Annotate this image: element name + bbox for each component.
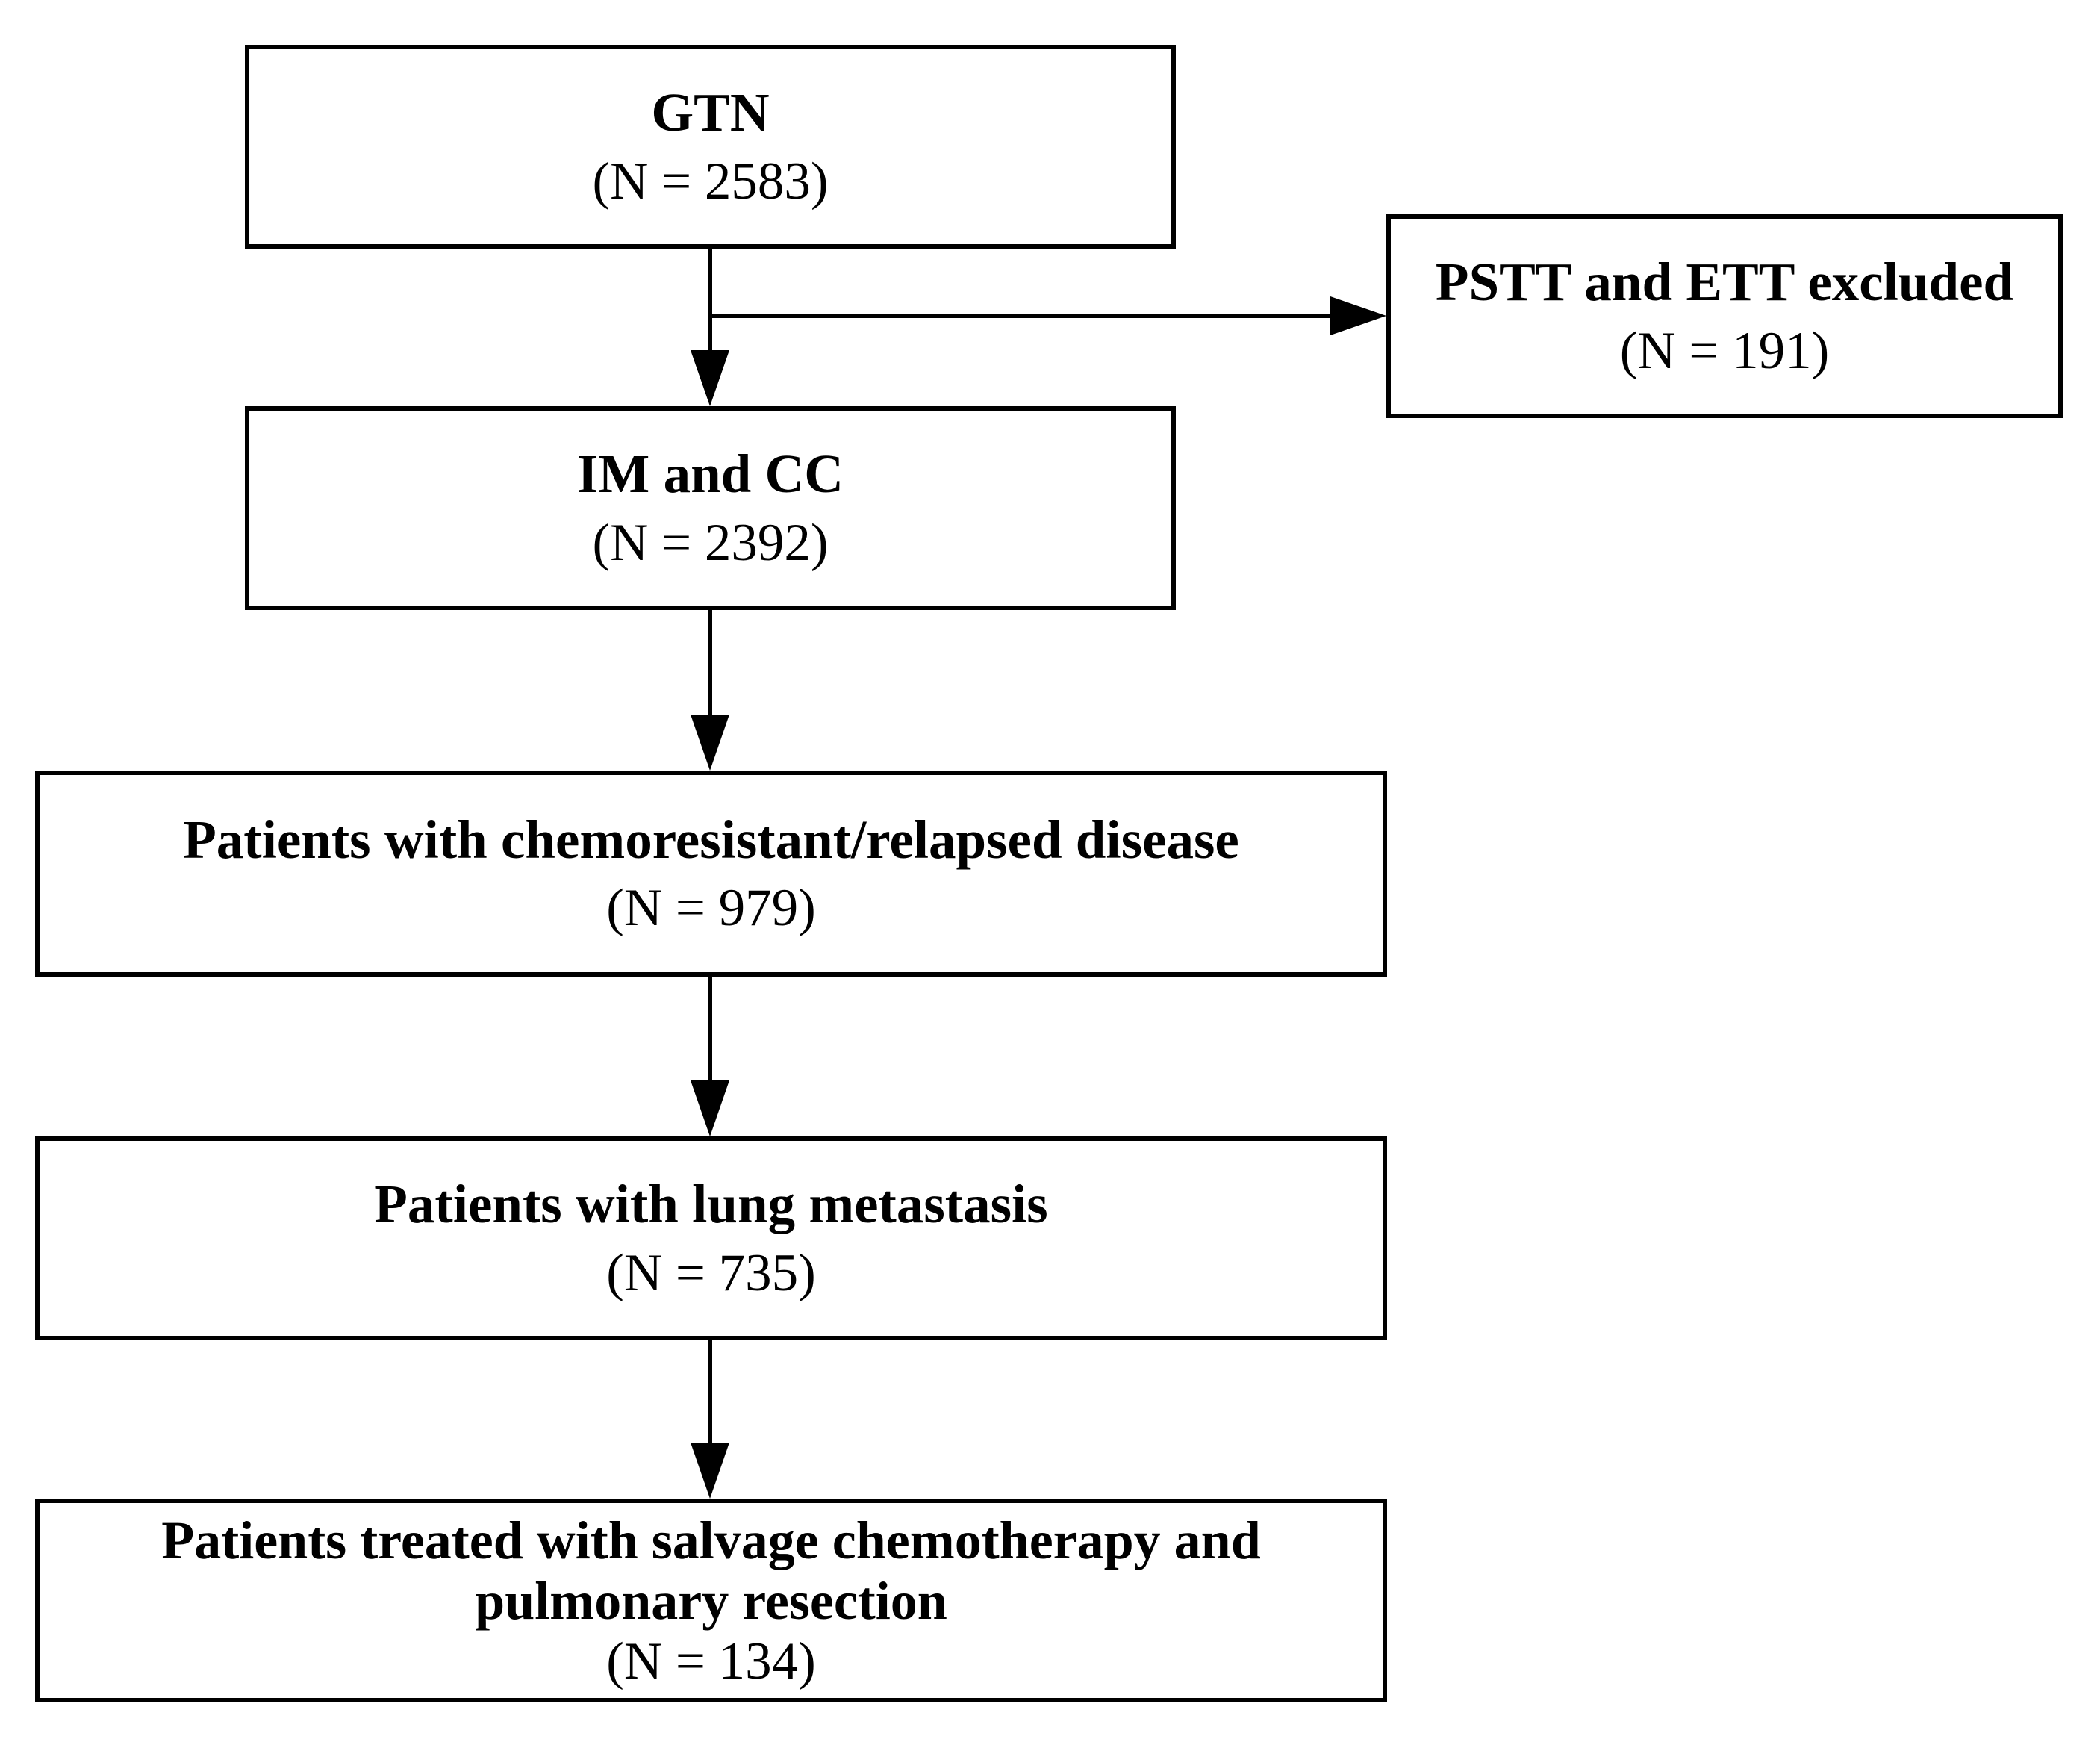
connector-chemoresistant-to-lung-line xyxy=(708,977,712,1084)
node-chemoresistant-relapsed-count: (N = 979) xyxy=(606,879,816,938)
node-im-cc-label: IM and CC xyxy=(577,444,844,505)
arrowhead-right-to-excluded xyxy=(1330,296,1386,335)
node-lung-metastasis-count: (N = 735) xyxy=(606,1243,816,1302)
connector-imcc-to-chemoresistant-line xyxy=(708,610,712,718)
node-pstt-ett-excluded-count: (N = 191) xyxy=(1619,321,1830,380)
node-im-cc-count: (N = 2392) xyxy=(592,513,829,572)
node-im-cc: IM and CC (N = 2392) xyxy=(245,406,1176,610)
arrowhead-down-gtn-to-imcc xyxy=(691,350,729,406)
node-gtn: GTN (N = 2583) xyxy=(245,45,1176,249)
node-gtn-label: GTN xyxy=(651,82,770,143)
node-salvage-resection-label: Patients treated with salvage chemothera… xyxy=(161,1511,1261,1632)
node-lung-metastasis-label: Patients with lung metastasis xyxy=(374,1174,1048,1235)
arrowhead-down-chemoresistant-to-lung xyxy=(691,1080,729,1136)
node-pstt-ett-excluded: PSTT and ETT excluded (N = 191) xyxy=(1386,214,2063,418)
connector-lung-to-salvage-line xyxy=(708,1340,712,1446)
arrowhead-down-imcc-to-chemoresistant xyxy=(691,715,729,771)
node-pstt-ett-excluded-label: PSTT and ETT excluded xyxy=(1435,252,2014,313)
node-salvage-resection: Patients treated with salvage chemothera… xyxy=(35,1499,1387,1702)
connector-gtn-to-imcc-line xyxy=(708,249,712,355)
node-chemoresistant-relapsed: Patients with chemoresistant/relapsed di… xyxy=(35,771,1387,977)
node-lung-metastasis: Patients with lung metastasis (N = 735) xyxy=(35,1136,1387,1340)
arrowhead-down-lung-to-salvage xyxy=(691,1443,729,1499)
connector-branch-to-excluded-line xyxy=(708,314,1331,318)
node-gtn-count: (N = 2583) xyxy=(592,152,829,211)
node-chemoresistant-relapsed-label: Patients with chemoresistant/relapsed di… xyxy=(183,809,1239,870)
node-salvage-resection-count: (N = 134) xyxy=(606,1632,816,1690)
